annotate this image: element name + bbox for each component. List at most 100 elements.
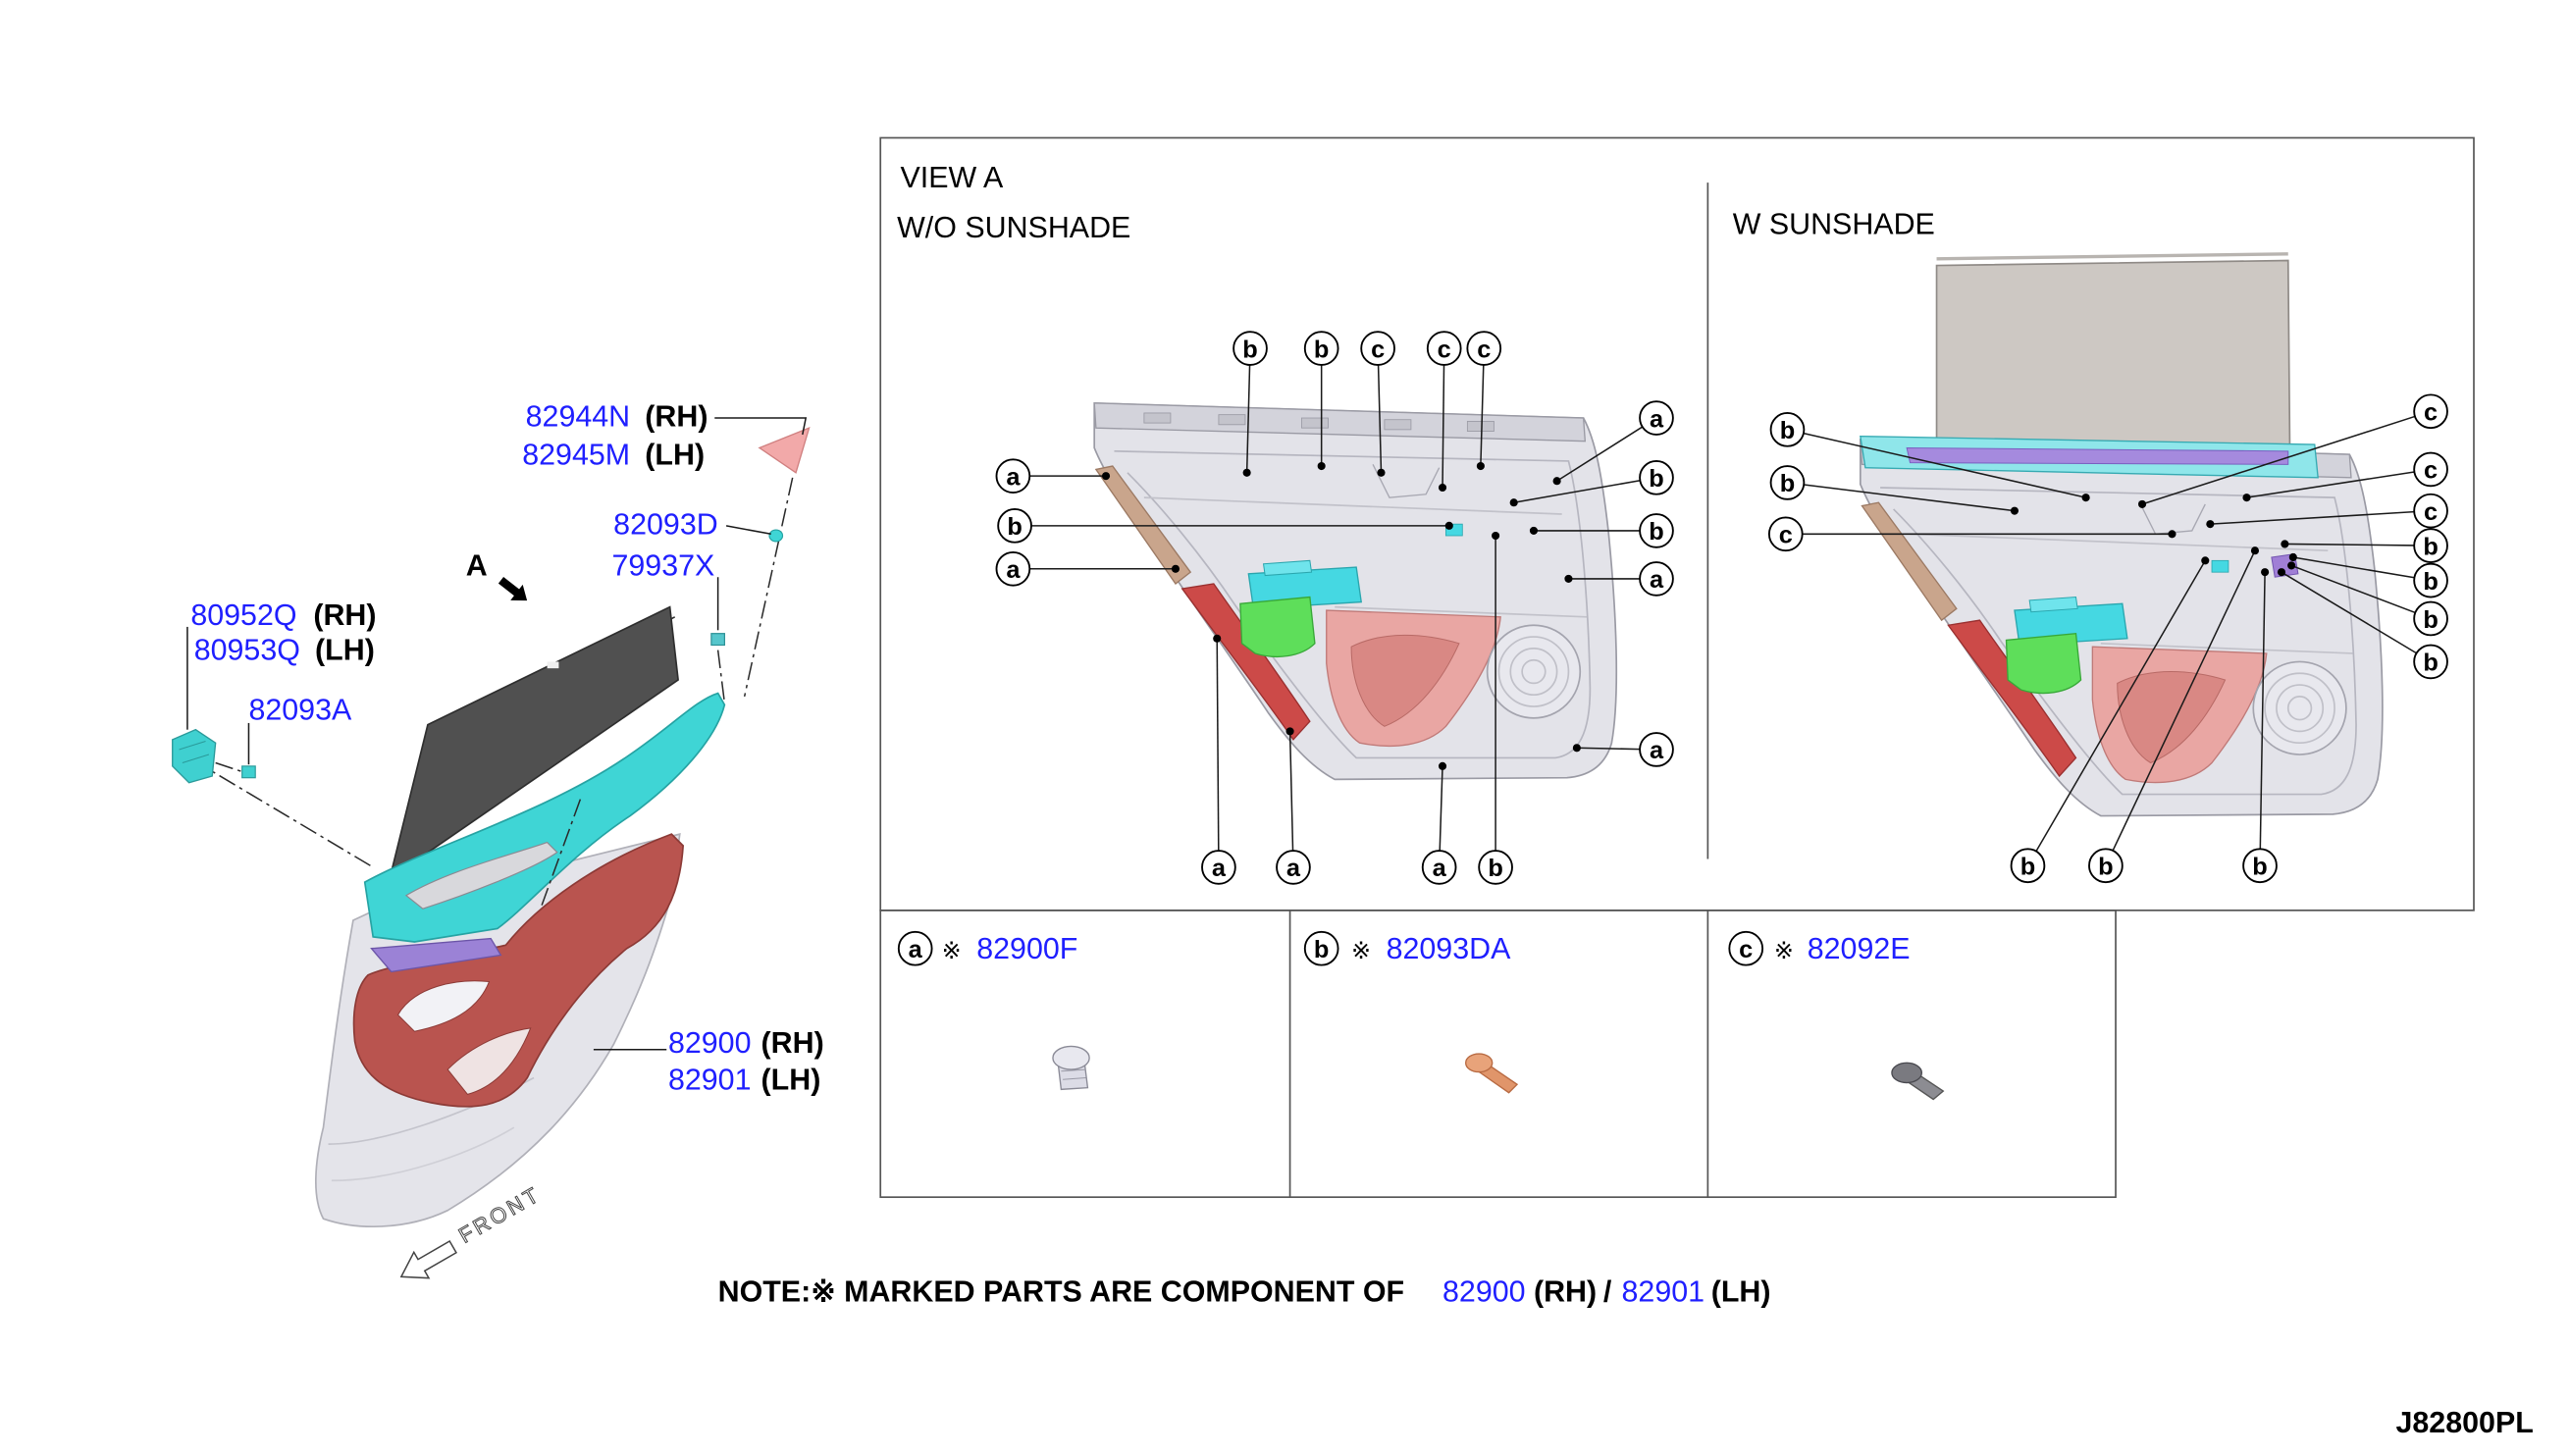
callout-leader-line [1288,731,1294,852]
callout-letter: c [1438,336,1451,363]
callout-letter: a [1212,855,1227,882]
callout-leader-dot [1529,526,1539,535]
callout-leader-dot [1564,574,1573,583]
callout-circle [997,508,1032,544]
with-sunshade-callout-4: c [2138,393,2448,508]
callout-leader-dot [2277,568,2286,577]
without-sunshade-callout-2: b [1303,331,1339,471]
with-sunshade-callout-8: b [2288,552,2448,598]
heading-without-sunshade: W/O SUNSHADE [897,211,1130,244]
part-number-82093A[interactable]: 82093A [248,694,352,727]
without-sunshade-callout-11: b [1529,513,1674,548]
clip-part-79937X [710,633,725,647]
callout-leader-dot [1476,461,1485,471]
callout-leader-dot [1552,477,1561,486]
part-number-82900F[interactable]: 82900F [976,932,1077,965]
callout-circle [2413,600,2448,637]
callout-leader-dot [1213,634,1222,643]
without-sunshade-callout-1: b [1233,331,1268,477]
callout-leader-dot [2287,561,2296,570]
part-number-82944N[interactable]: 82944N [526,399,631,433]
without-sunshade-callout-6: a [995,458,1111,494]
with-sunshade-callout-7: b [2281,528,2448,563]
callout-leader-dot [2081,494,2090,502]
callout-leader-dot [1377,468,1386,477]
note-separator: / [1603,1275,1612,1309]
callout-circle [1201,850,1236,885]
part-number-82092E[interactable]: 82092E [1808,932,1911,965]
note-part-number-82900[interactable]: 82900 [1442,1275,1526,1309]
callout-letter: b [2423,533,2438,560]
callout-leader-line [2284,543,2415,546]
without-sunshade-callout-14: a [1201,634,1236,885]
side-label: (LH) [761,1063,821,1096]
callout-letter: b [1649,465,1663,493]
part-number-82093DA[interactable]: 82093DA [1387,932,1512,965]
callout-leader-line [2281,571,2417,654]
front-arrow-icon [399,1239,457,1279]
callout-leader-dot [2242,494,2251,502]
switch-bezel-purple [370,937,502,973]
legend-letter: c [1739,936,1753,963]
with-sunshade-callout-12: b [2088,546,2260,884]
part-number-82945M[interactable]: 82945M [522,438,630,471]
callout-leader-line [1556,426,1644,482]
leader-line [725,525,771,536]
part-number-80952Q[interactable]: 80952Q [190,598,296,632]
callout-leader-dot [2201,556,2210,565]
callout-leader-dot [2281,540,2289,548]
callout-leader-dot [1444,521,1453,530]
callout-leader-dot [2250,546,2260,555]
callout-leader-dot [1242,468,1251,477]
callout-letter: b [1488,855,1502,882]
callout-letter: b [1314,336,1329,363]
dash-dot-line [540,799,582,910]
leader-line [714,417,808,436]
with-sunshade-callout-5: c [2242,451,2448,502]
callout-letter: a [1650,737,1664,764]
note-text: NOTE:※ MARKED PARTS ARE COMPONENT OF [718,1275,1404,1309]
dark-panel-mark [547,661,559,669]
legend-mark: ※ [942,937,962,964]
callout-leader-dot [1285,727,1294,736]
part-number-82900[interactable]: 82900 [668,1026,752,1060]
callout-letter: b [2020,854,2035,881]
callout-letter: a [1650,405,1664,433]
part-number-82093D[interactable]: 82093D [613,507,718,541]
callout-letter: c [1477,336,1491,363]
with-sunshade-callout-11: b [2010,556,2210,884]
with-sunshade-callout-10: b [2277,568,2448,680]
callout-circle [2413,451,2448,488]
side-label: (LH) [315,634,375,667]
callout-leader-dot [1438,483,1447,493]
legend-panel: a ※ 82900F b ※ 82093DA c ※ 82092E [879,910,2117,1199]
callout-circle [1478,850,1513,885]
callout-circle [1639,732,1674,767]
part-number-79937X[interactable]: 79937X [611,549,714,583]
legend-item-c: c ※ 82092E [1728,930,1945,1101]
note-part-number-82901[interactable]: 82901 [1622,1275,1705,1309]
note-side-lh: (LH) [1711,1275,1771,1309]
heading-with-sunshade: W SUNSHADE [1733,207,1935,240]
clip-ridge [1061,1068,1086,1080]
callout-letter: b [1007,513,1022,541]
callout-letter: b [2423,650,2438,677]
part-number-80953Q[interactable]: 80953Q [194,634,300,667]
without-sunshade-callout-15: a [1276,727,1311,885]
legend-item-b: b ※ 82093DA [1303,930,1519,1094]
without-sunshade-callout-5: c [1466,331,1502,471]
with-sunshade-callout-2: b [1769,465,2019,515]
callout-circle [2242,848,2278,884]
part-number-82901[interactable]: 82901 [668,1063,752,1096]
callout-letter: c [1371,336,1385,363]
with-sunshade-callout-9: b [2287,561,2448,637]
callout-letter: b [1649,518,1663,546]
armrest-opening [396,980,491,1032]
sunshade-top-edge [1936,252,2288,261]
legend-circle [897,930,933,966]
callout-letter: a [1286,855,1301,882]
callout-leader-line [1216,638,1220,852]
view-a-title: VIEW A [900,161,1003,194]
